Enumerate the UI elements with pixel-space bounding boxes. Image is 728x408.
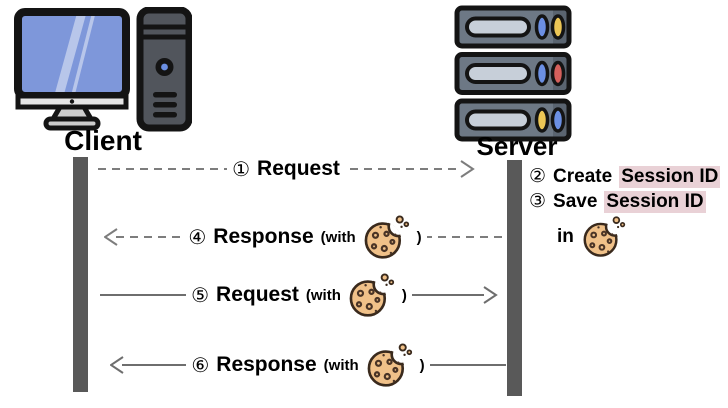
session-id-highlight: Session ID [619,165,721,188]
note-text: Create [553,165,613,187]
note-text: Save [553,190,598,212]
step-number: ④ [188,226,207,249]
with-suffix: ) [416,228,422,246]
session-id-highlight: Session ID [604,190,706,213]
with-suffix: ) [419,356,425,374]
step-number: ① [232,158,251,181]
server-lifeline [507,160,522,396]
cookie-icon [363,214,410,261]
message-request-5: ⑤ Request (with ) [100,267,498,323]
message-response-4: ④ Response (with ) [104,209,506,265]
with-prefix: (with [320,228,356,246]
server-label: Server [476,131,558,161]
client-lifeline [73,157,88,392]
with-suffix: ) [401,286,407,304]
message-text: Response [216,353,317,376]
note-create-session-id: ② Create Session ID [529,164,721,189]
message-label: ① Request [227,156,345,182]
message-response-6: ⑥ Response (with ) [110,337,506,393]
message-text: Request [257,157,340,180]
server-notes: ② Create Session ID ③ Save Session ID in [529,164,721,259]
note-text: in [557,226,574,247]
step-number: ⑤ [191,284,210,307]
cookie-icon [366,342,413,389]
step-number: ⑥ [191,354,210,377]
message-text: Response [213,225,314,248]
step-number: ② [529,166,547,187]
message-label: ④ Response (with ) [183,213,427,261]
note-in-cookie: in [557,215,720,259]
step-number: ③ [529,191,547,212]
message-text: Request [216,283,299,306]
message-label: ⑥ Response (with ) [186,341,430,389]
desktop-computer-icon [12,6,193,138]
dashed-arrow-left-icon [104,228,504,246]
cookie-icon [348,272,395,319]
with-prefix: (with [305,286,341,304]
with-prefix: (with [323,356,359,374]
cookie-icon [582,215,626,259]
client-label: Client [64,125,142,156]
note-save-session-id: ③ Save Session ID [529,189,720,214]
message-request-1: ① Request [96,141,476,197]
message-label: ⑤ Request (with ) [186,271,412,319]
server-stack-icon [452,5,578,147]
